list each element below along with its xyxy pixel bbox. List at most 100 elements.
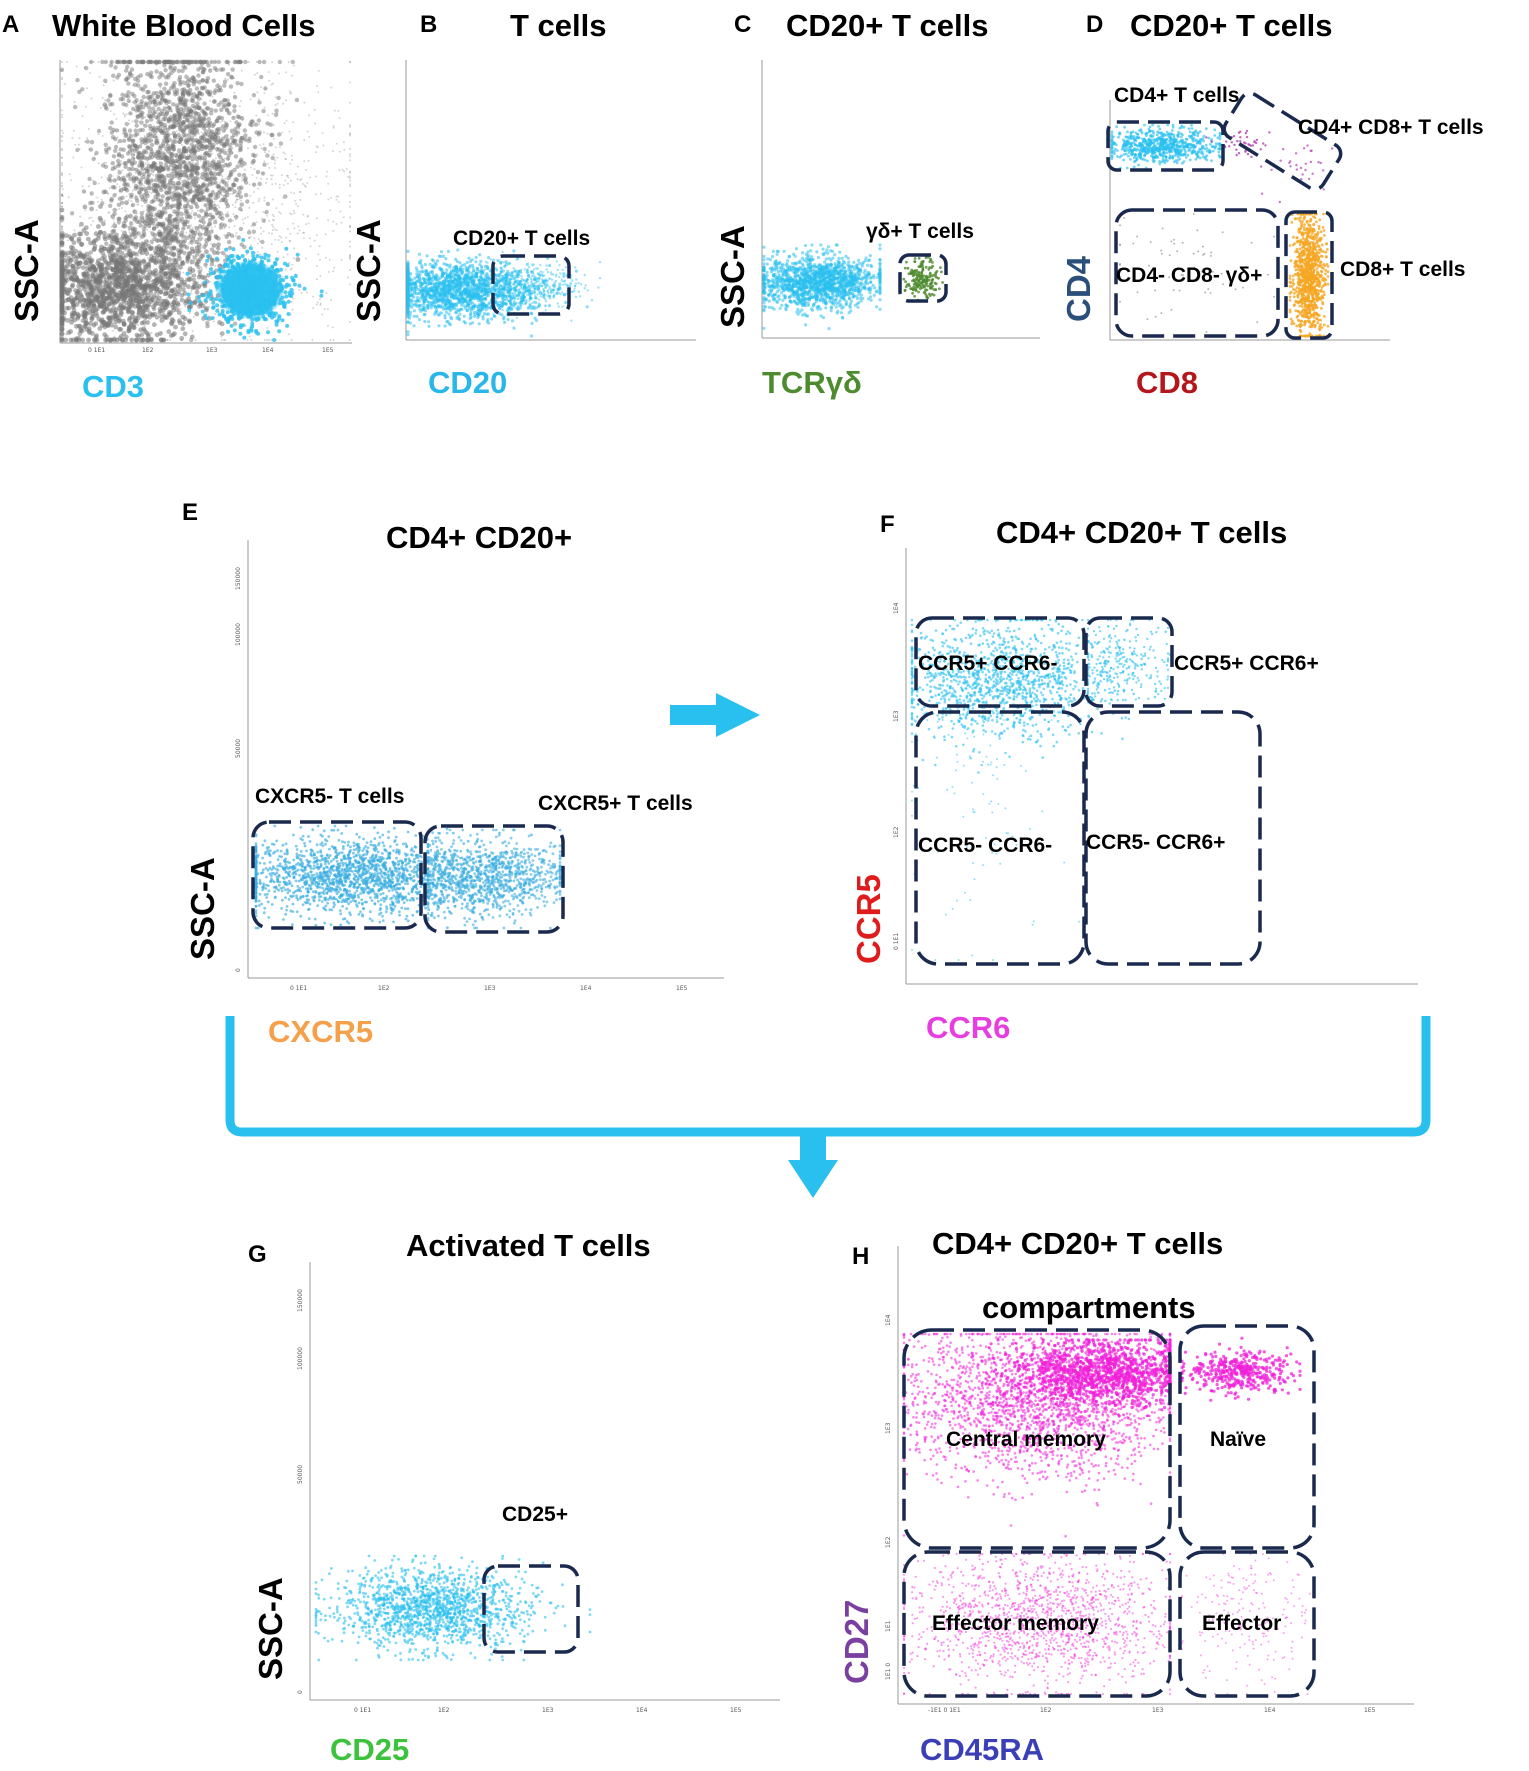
panel-h-scatter (903, 1333, 1311, 1695)
panel-letter-e: E (182, 499, 198, 526)
panel-h-title: CD4+ CD20+ T cells (932, 1226, 1223, 1261)
gate-label-cd4-cd8-double-positive: CD4+ CD8+ T cells (1298, 116, 1484, 139)
gate-label-cxcr5-negative: CXCR5- T cells (255, 785, 404, 808)
panel-g: G Activated T cells CD25+ SSC-A CD25 (248, 1228, 780, 1767)
tick-e-y-3: 150000 (235, 567, 242, 590)
tick-h-y-0: 1E1 0 (885, 1663, 892, 1680)
tick-e-y-0: 0 (235, 968, 242, 972)
panel-c: C CD20+ T cells γδ+ T cells SSC-A TCRγδ (714, 8, 1040, 400)
panel-b-scatter (406, 248, 601, 337)
tick-e-x-3: 1E4 (580, 985, 592, 992)
panel-letter-b: B (420, 11, 437, 38)
panel-f-xlabel: CCR6 (926, 1010, 1010, 1045)
tick-g-x-1: 1E2 (438, 1707, 450, 1714)
tick-h-x-0: -1E1 0 1E1 (928, 1707, 961, 1714)
gate-label-cd20-positive: CD20+ T cells (453, 227, 590, 250)
gate-label-naive: Naïve (1210, 1428, 1266, 1451)
gate-label-cd4-positive: CD4+ T cells (1114, 84, 1239, 107)
panel-d-ylabel: CD4 (1060, 255, 1097, 322)
tick-g-y-3: 150000 (297, 1289, 304, 1312)
tick-h-x-1: 1E2 (1040, 1707, 1052, 1714)
tick-h-x-4: 1E5 (1364, 1707, 1376, 1714)
gate-label-ccr5-pos-ccr6-pos: CCR5+ CCR6+ (1174, 652, 1319, 675)
tick-a-x-2: 1E3 (206, 347, 218, 354)
panel-c-title: CD20+ T cells (786, 8, 988, 43)
panel-a-ylabel: SSC-A (8, 219, 45, 322)
panel-g-ylabel: SSC-A (252, 1577, 289, 1680)
tick-h-y-2: 1E2 (885, 1536, 892, 1548)
tick-e-y-1: 50000 (235, 739, 242, 758)
panel-g-xlabel: CD25 (330, 1732, 409, 1767)
tick-f-y-2: 1E3 (893, 710, 900, 722)
panel-d-title: CD20+ T cells (1130, 8, 1332, 43)
panel-letter-h: H (852, 1243, 869, 1270)
panel-a-cd3-positive-population (215, 260, 285, 320)
gate-label-cd25-positive: CD25+ (502, 1503, 568, 1526)
panel-e-title: CD4+ CD20+ (386, 520, 572, 555)
panel-b-ylabel: SSC-A (350, 219, 387, 322)
tick-h-y-4: 1E4 (885, 1314, 892, 1326)
panel-e-ylabel: SSC-A (184, 857, 221, 960)
tick-h-y-3: 1E3 (885, 1422, 892, 1434)
panel-g-title: Activated T cells (406, 1228, 651, 1263)
tick-e-x-4: 1E5 (676, 985, 688, 992)
panel-a-scatter (60, 60, 351, 343)
gate-label-effector-memory: Effector memory (932, 1612, 1099, 1635)
panel-h-title-line2: compartments (982, 1290, 1196, 1325)
gate-label-cd4-cd8-double-negative: CD4- CD8- γδ+ (1116, 264, 1262, 287)
panel-g-scatter (315, 1555, 592, 1662)
panel-d-xlabel: CD8 (1136, 365, 1198, 400)
tick-e-y-2: 100000 (235, 623, 242, 646)
panel-e-scatter (255, 825, 562, 930)
tick-g-x-4: 1E5 (730, 1707, 742, 1714)
panel-h-xlabel: CD45RA (920, 1732, 1044, 1767)
gate-label-cd8-positive: CD8+ T cells (1340, 258, 1465, 281)
tick-g-x-3: 1E4 (636, 1707, 648, 1714)
panel-letter-d: D (1086, 11, 1103, 38)
arrow-e-to-f (670, 693, 760, 737)
panel-e: E CD4+ CD20+ CXCR5- T cells CXCR5+ T cel… (182, 499, 724, 1049)
panel-b-title: T cells (510, 8, 607, 43)
tick-e-x-2: 1E3 (484, 985, 496, 992)
tick-h-x-2: 1E3 (1152, 1707, 1164, 1714)
panel-letter-c: C (734, 11, 751, 38)
gate-label-ccr5-neg-ccr6-pos: CCR5- CCR6+ (1086, 831, 1225, 854)
tick-e-x-1: 1E2 (378, 985, 390, 992)
panel-h: H CD4+ CD20+ T cells compartments Centra… (838, 1226, 1414, 1767)
tick-h-x-3: 1E4 (1264, 1707, 1276, 1714)
tick-g-x-2: 1E3 (542, 1707, 554, 1714)
tick-a-x-3: 1E4 (262, 347, 274, 354)
panel-letter-a: A (2, 11, 19, 38)
gate-label-gamma-delta-positive: γδ+ T cells (866, 220, 974, 243)
panel-h-ylabel: CD27 (838, 1600, 875, 1684)
gate-label-ccr5-pos-ccr6-neg: CCR5+ CCR6- (918, 652, 1057, 675)
panel-a-xlabel: CD3 (82, 369, 144, 404)
tick-g-x-0: 0 1E1 (354, 1707, 371, 1714)
tick-g-y-1: 50000 (297, 1465, 304, 1484)
panel-letter-g: G (248, 1241, 267, 1268)
panel-f: F CD4+ CD20+ T cells CCR5+ CCR6- CCR5+ C… (850, 511, 1418, 1045)
gate-label-ccr5-neg-ccr6-neg: CCR5- CCR6- (918, 834, 1052, 857)
tick-h-y-1: 1E1 (885, 1620, 892, 1632)
panel-c-xlabel: TCRγδ (762, 365, 862, 400)
tick-a-x-0: 0 1E1 (88, 347, 105, 354)
panel-e-xlabel: CXCR5 (268, 1014, 373, 1049)
panel-a: A White Blood Cells SSC-A CD3 (2, 8, 352, 404)
panel-c-ylabel: SSC-A (714, 225, 751, 328)
tick-a-x-4: 1E5 (322, 347, 334, 354)
tick-f-y-1: 1E2 (893, 826, 900, 838)
tick-g-y-2: 100000 (297, 1347, 304, 1370)
tick-f-y-3: 1E4 (893, 602, 900, 614)
gate-label-cxcr5-positive: CXCR5+ T cells (538, 792, 693, 815)
panel-d: D CD20+ T cells CD4+ T cells CD4+ CD8+ T… (1060, 8, 1484, 400)
panel-f-ylabel: CCR5 (850, 874, 887, 964)
bracket-connector (230, 1016, 1426, 1198)
panel-f-title: CD4+ CD20+ T cells (996, 515, 1287, 550)
panel-b: B T cells CD20+ T cells SSC-A CD20 (350, 8, 696, 400)
tick-a-x-1: 1E2 (142, 347, 154, 354)
panel-b-xlabel: CD20 (428, 365, 507, 400)
tick-g-y-0: 0 (297, 1690, 304, 1694)
tick-f-y-0: 0 1E1 (893, 933, 900, 950)
gate-label-central-memory: Central memory (946, 1428, 1106, 1451)
